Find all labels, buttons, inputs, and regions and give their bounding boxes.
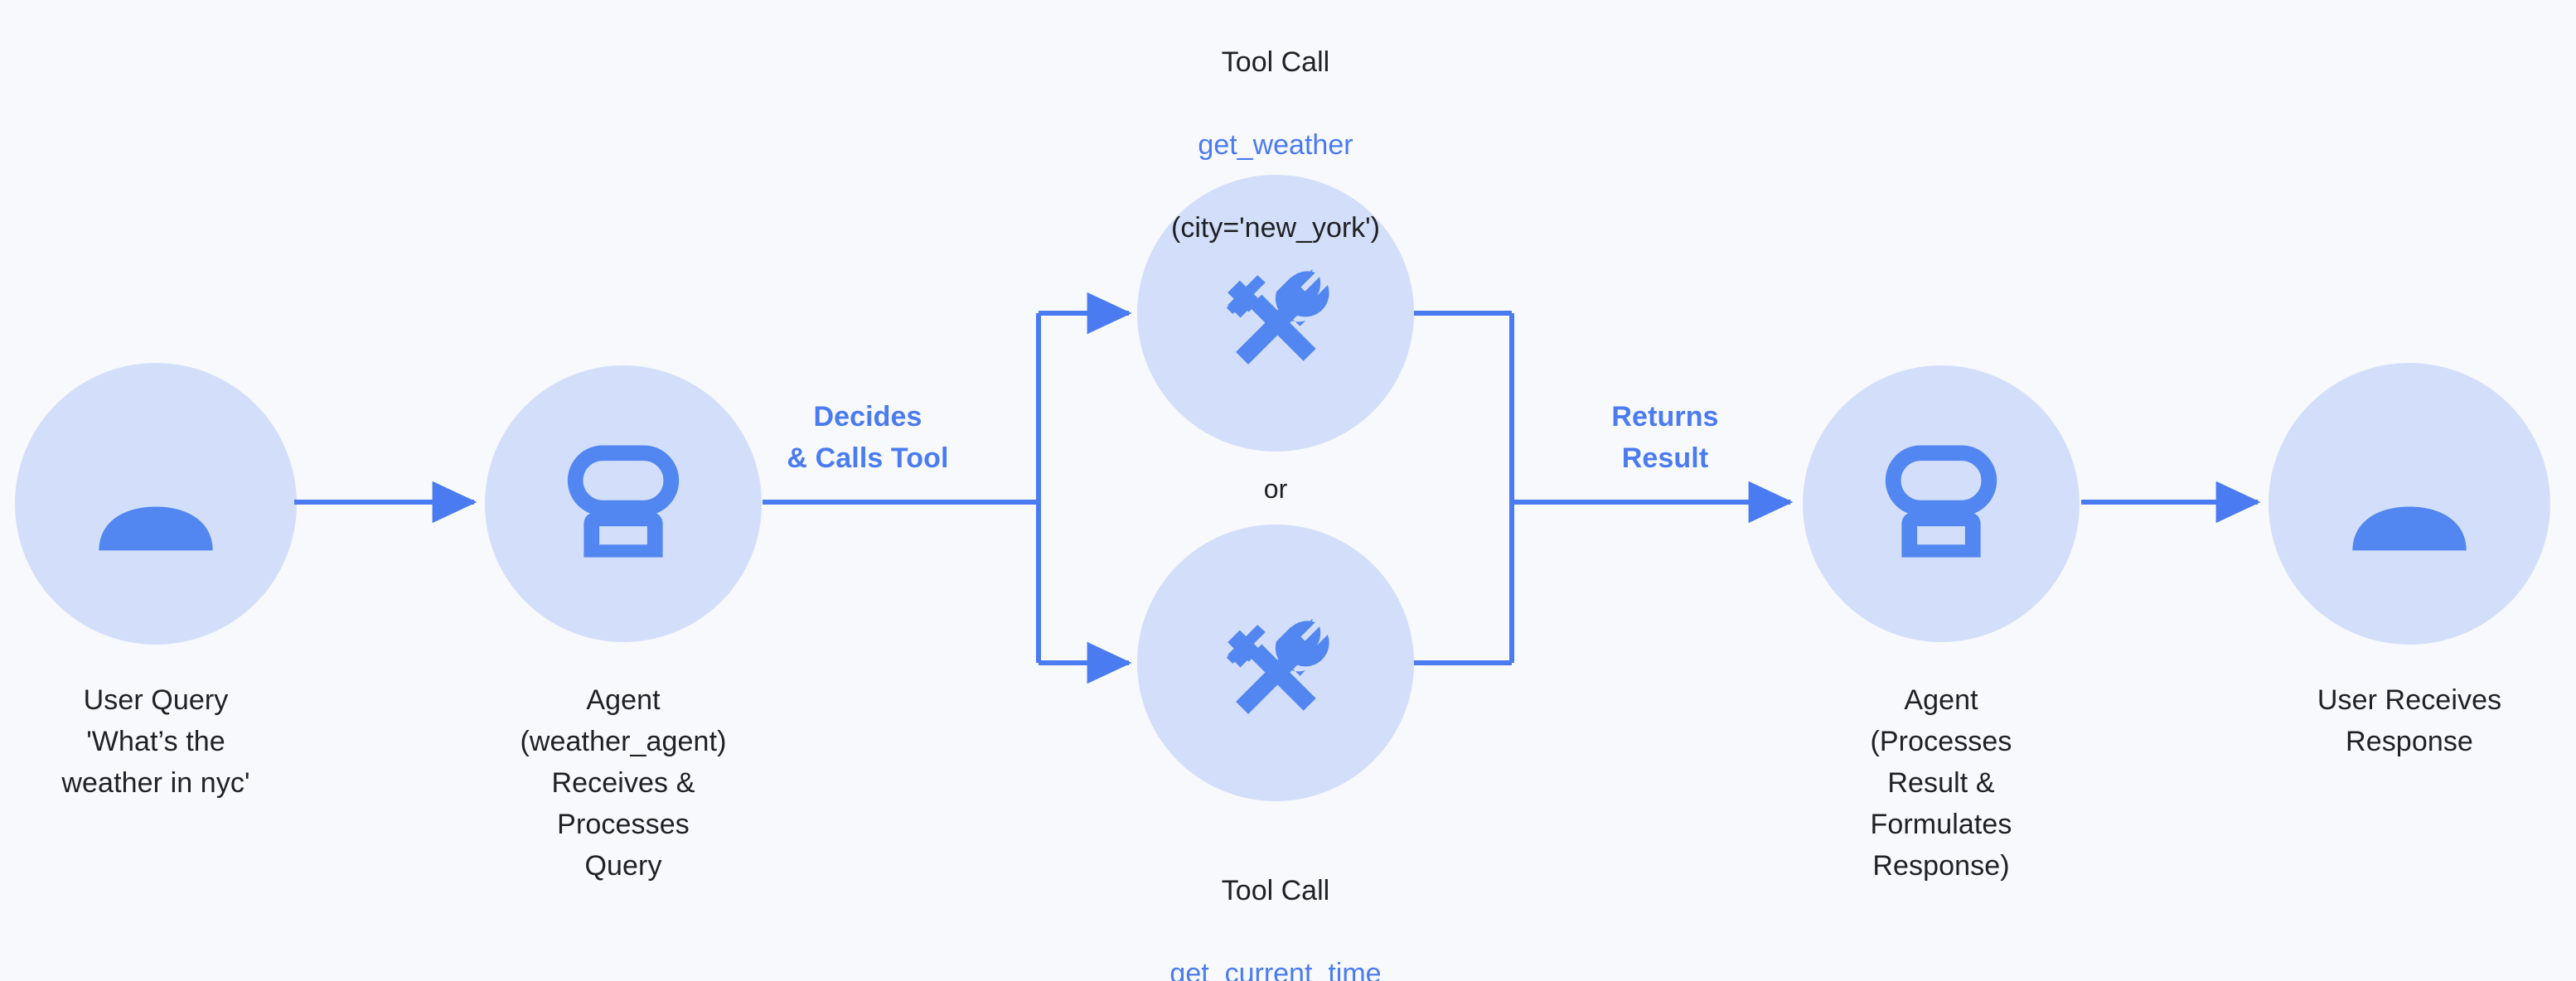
node-agent-respond[interactable] xyxy=(1803,365,2080,642)
edge-label-returns: Returns Result xyxy=(1611,401,1719,474)
node-agent-receive[interactable] xyxy=(485,365,762,642)
branch-or-label: or xyxy=(1263,474,1288,504)
tool-caption-weather: Tool Call get_weather (city='new_york') xyxy=(1102,0,1450,249)
node-label-agent-respond: Agent (Processes Result & Formulates Res… xyxy=(1870,684,2012,882)
node-label-user-query: User Query 'What’s the weather in nyc' xyxy=(61,684,250,799)
node-tool-weather[interactable] xyxy=(1137,175,1414,452)
tool-caption-time-prefix: Tool Call xyxy=(1221,875,1330,906)
node-label-user-response: User Receives Response xyxy=(2317,684,2502,757)
node-user-query[interactable] xyxy=(15,363,297,645)
node-tool-time[interactable] xyxy=(1137,524,1414,801)
tool-caption-time-function: get_current_time xyxy=(1169,958,1382,981)
node-label-agent-receive: Agent (weather_agent) Receives & Process… xyxy=(520,684,727,882)
tool-caption-time: Tool Call get_current_time xyxy=(1102,829,1450,981)
edge-label-decides: Decides & Calls Tool xyxy=(787,401,949,474)
tool-caption-weather-args: (city='new_york') xyxy=(1171,212,1380,244)
tool-caption-weather-function: get_weather xyxy=(1198,129,1353,161)
node-user-response[interactable] xyxy=(2269,363,2550,645)
tool-caption-weather-prefix: Tool Call xyxy=(1221,46,1330,78)
